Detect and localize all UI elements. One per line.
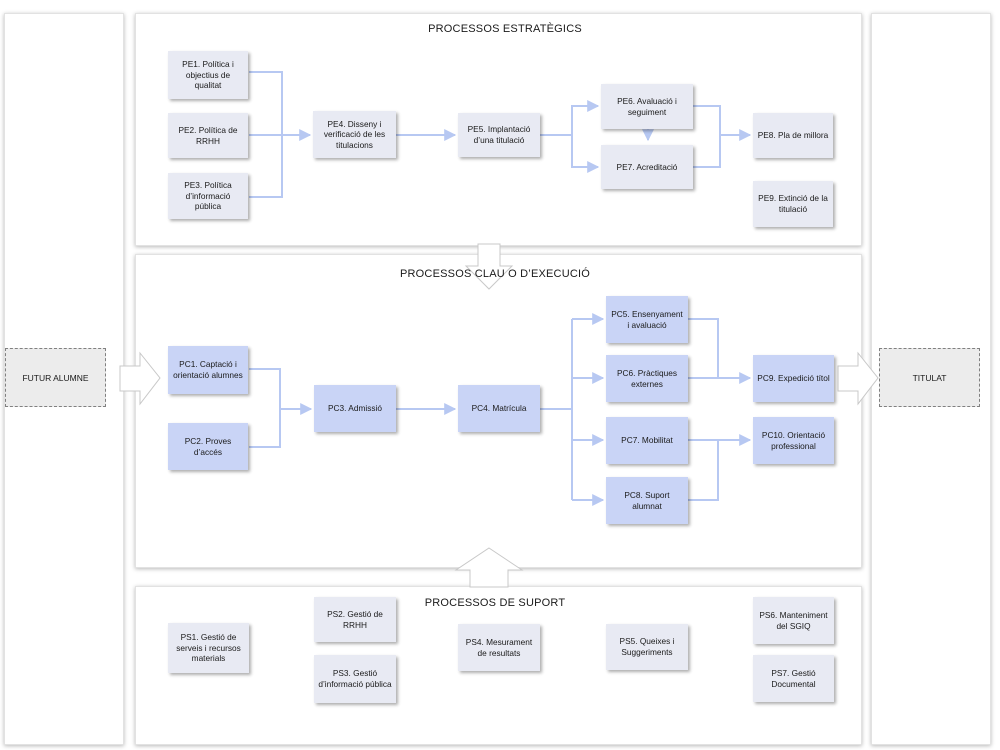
pc2-box: PC2. Proves d’accés <box>168 423 248 470</box>
pe9-box: PE9. Extinció de la titulació <box>753 181 833 227</box>
pc3-box: PC3. Admissió <box>314 385 396 432</box>
connector-pe7-merge <box>693 135 721 168</box>
pe7-box: PE7. Acreditació <box>601 145 693 189</box>
ps6-box: PS6. Manteniment del SGIQ <box>753 597 834 644</box>
pc8-box: PC8. Suport alumnat <box>606 477 688 524</box>
pc4-box: PC4. Matrícula <box>458 385 540 432</box>
pc7-box: PC7. Mobilitat <box>606 417 688 464</box>
pc1-box: PC1. Captació i orientació alumnes <box>168 346 248 394</box>
support-section-title: PROCESSOS DE SUPORT <box>424 597 566 609</box>
pe4-box: PE4. Disseny i verificació de les titula… <box>313 111 396 158</box>
down-block-arrow <box>464 243 514 290</box>
pc6-box: PC6. Pràctiques externes <box>606 355 688 402</box>
input-block-arrow <box>119 351 161 406</box>
connector-branch-pe7 <box>571 135 600 173</box>
pe3-box: PE3. Política d’informació pública <box>168 173 248 219</box>
pc5-box: PC5. Ensenyament i avaluació <box>606 296 688 343</box>
ps2-box: PS2. Gestió de RRHH <box>314 597 396 642</box>
output-block-arrow <box>837 351 879 406</box>
pe6-box: PE6. Avaluació i seguiment <box>601 84 693 129</box>
connector-pc1-pc3 <box>249 368 281 409</box>
ps4-box: PS4. Mesurament de resultats <box>458 624 540 671</box>
pc10-box: PC10. Orientació professional <box>753 417 834 464</box>
connector-pe1-pe4 <box>249 71 283 135</box>
ps7-box: PS7. Gestió Documental <box>753 655 834 702</box>
pe2-box: PE2. Política de RRHH <box>168 113 248 158</box>
connector-pe6-merge <box>693 105 721 135</box>
connector-branch-pe6 <box>571 100 600 135</box>
ps5-box: PS5. Queixes i Suggeriments <box>606 624 688 670</box>
connector-pc5-pc9 <box>688 318 719 378</box>
up-block-arrow <box>454 547 524 588</box>
key-section-title: PROCESSOS CLAU O D’EXECUCIÓ <box>400 268 590 280</box>
connector-pc8-pc10 <box>688 440 719 501</box>
strategic-section-title: PROCESSOS ESTRATÈGICS <box>428 23 582 35</box>
ps3-box: PS3. Gestió d’informació pública <box>314 655 396 703</box>
pe5-box: PE5. Implantació d’una titulació <box>458 113 540 157</box>
graduate-node: TITULAT <box>879 348 980 407</box>
pe1-box: PE1. Política i objectius de qualitat <box>168 51 248 99</box>
future-student-node: FUTUR ALUMNE <box>5 348 106 407</box>
connector-pc2-pc3 <box>249 409 281 448</box>
pe8-box: PE8. Pla de millora <box>753 113 833 158</box>
pc9-box: PC9. Expedició títol <box>753 355 834 402</box>
connector-pe3-pe4 <box>249 135 283 198</box>
ps1-box: PS1. Gestió de serveis i recursos materi… <box>168 623 249 673</box>
